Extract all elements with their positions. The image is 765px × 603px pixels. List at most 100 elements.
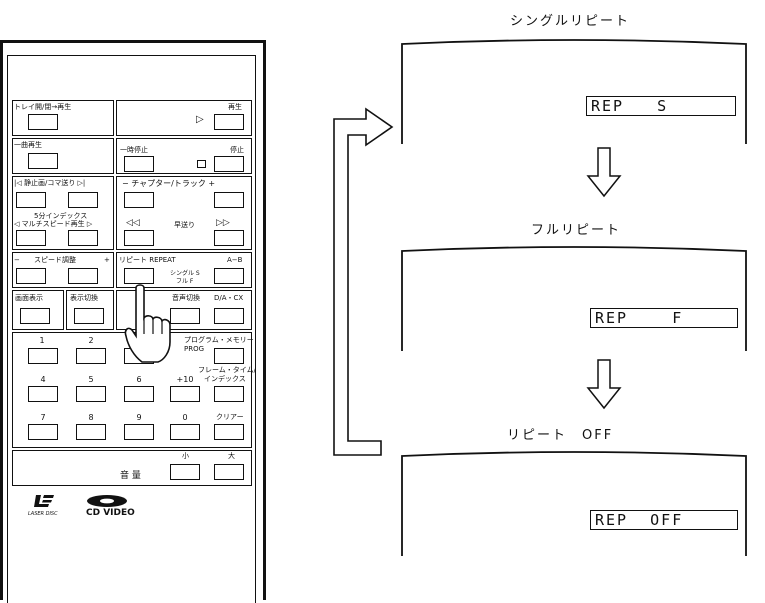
section-chapter	[116, 176, 252, 250]
pause-button[interactable]	[124, 156, 154, 172]
ab-repeat-button[interactable]	[214, 268, 244, 284]
chapter-minus-button[interactable]	[124, 192, 154, 208]
section-speed	[12, 252, 114, 288]
chapter-track-label: − チャプター/トラック +	[122, 179, 216, 188]
display-switch-button[interactable]	[74, 308, 104, 324]
tray-open-close-button[interactable]	[28, 114, 58, 130]
remote-face	[7, 55, 256, 603]
stop-label: 停止	[230, 146, 244, 154]
section-screen	[12, 290, 64, 330]
key-1-label: 1	[39, 336, 45, 345]
section-repeat	[116, 252, 252, 288]
frame-time-button[interactable]	[214, 386, 244, 402]
display-readout-off: REP OFF	[590, 510, 738, 530]
index-5min-label: 5分インデックス	[34, 212, 88, 220]
volume-up-label: 大	[228, 452, 235, 460]
display-panel-off	[401, 451, 747, 556]
fast-forward-icon: ▷▷	[216, 218, 230, 228]
prog-label: PROG	[184, 345, 205, 353]
down-arrow-2-icon	[586, 359, 622, 410]
clear-button[interactable]	[214, 424, 244, 440]
key-plus10-label: +10	[176, 375, 194, 384]
chapter-plus-button[interactable]	[214, 192, 244, 208]
section-tray	[12, 100, 114, 136]
display-readout-full: REP F	[590, 308, 738, 328]
repeat-full-label: フル F	[176, 278, 194, 285]
section-play	[116, 100, 252, 136]
single-play-label: 一曲再生	[14, 141, 42, 149]
screen-display-button[interactable]	[20, 308, 50, 324]
stop-icon	[197, 160, 206, 168]
minus-sign: −	[14, 256, 20, 264]
stop-button[interactable]	[214, 156, 244, 172]
rewind-icon: ◁◁	[126, 218, 140, 228]
key-6-button[interactable]	[124, 386, 154, 402]
multi-speed-forward-button[interactable]	[68, 230, 98, 246]
still-forward-button[interactable]	[68, 192, 98, 208]
audio-switch-label: 音声切換	[172, 294, 200, 302]
key-plus10-button[interactable]	[170, 386, 200, 402]
pause-label: 一時停止	[120, 146, 148, 154]
tray-open-close-label: トレイ開/閉→再生	[14, 103, 72, 111]
remote-control	[0, 40, 266, 600]
screen-display-label: 画面表示	[15, 294, 43, 302]
section-volume	[12, 450, 252, 486]
section-still	[12, 176, 114, 250]
rewind-button[interactable]	[124, 230, 154, 246]
key-0-button[interactable]	[170, 424, 200, 440]
multi-speed-back-button[interactable]	[16, 230, 46, 246]
fast-forward-button[interactable]	[214, 230, 244, 246]
key-4-label: 4	[40, 375, 46, 384]
play-icon: ▷	[196, 114, 204, 125]
plus-sign: +	[104, 256, 110, 264]
cd-video-logo-icon	[87, 495, 127, 507]
volume-down-button[interactable]	[170, 464, 200, 480]
single-repeat-caption: シングルリピート	[510, 14, 631, 29]
repeat-button[interactable]	[124, 268, 154, 284]
still-frame-label: |◁ 静止画/コマ送り ▷|	[14, 179, 86, 187]
key-9-label: 9	[136, 413, 142, 422]
section-single	[12, 138, 114, 174]
repeat-label: リピート REPEAT	[119, 256, 176, 264]
key-6-label: 6	[136, 375, 142, 384]
display-switch-label: 表示切換	[70, 294, 98, 302]
cd-video-text: CD VIDEO	[86, 508, 135, 518]
full-repeat-caption: フルリピート	[531, 223, 622, 238]
speed-minus-button[interactable]	[16, 268, 46, 284]
volume-down-label: 小	[182, 452, 189, 460]
display-panel-single	[401, 39, 747, 144]
display-readout-single: REP S	[586, 96, 736, 116]
key-7-label: 7	[40, 413, 46, 422]
key-5-button[interactable]	[76, 386, 106, 402]
volume-up-button[interactable]	[214, 464, 244, 480]
single-play-button[interactable]	[28, 153, 58, 169]
loop-return-arrow-icon	[333, 107, 394, 456]
play-button[interactable]	[214, 114, 244, 130]
index-label: インデックス	[204, 375, 246, 383]
da-cx-button[interactable]	[214, 308, 244, 324]
display-panel-full	[401, 246, 747, 351]
still-back-button[interactable]	[16, 192, 46, 208]
key-2-label: 2	[88, 336, 94, 345]
section-audio	[116, 290, 252, 330]
frame-time-label: フレーム・タイム/	[198, 366, 257, 374]
ab-repeat-label: A−B	[227, 256, 243, 264]
program-memory-label: プログラム・メモリー	[184, 336, 254, 344]
repeat-off-caption: リピート OFF	[507, 428, 614, 443]
key-4-button[interactable]	[28, 386, 58, 402]
da-cx-label: D/A・CX	[214, 294, 244, 302]
speed-adjust-label: スピード調整	[34, 256, 76, 264]
key-9-button[interactable]	[124, 424, 154, 440]
section-disp	[66, 290, 114, 330]
speed-plus-button[interactable]	[68, 268, 98, 284]
key-5-label: 5	[88, 375, 94, 384]
prog-button[interactable]	[214, 348, 244, 364]
key-1-button[interactable]	[28, 348, 58, 364]
key-8-button[interactable]	[76, 424, 106, 440]
audio-switch-button[interactable]	[170, 308, 200, 324]
section-pause-stop	[116, 138, 252, 174]
clear-label: クリアー	[216, 413, 244, 421]
laser-disc-logo-icon	[34, 495, 54, 507]
key-7-button[interactable]	[28, 424, 58, 440]
key-2-button[interactable]	[76, 348, 106, 364]
